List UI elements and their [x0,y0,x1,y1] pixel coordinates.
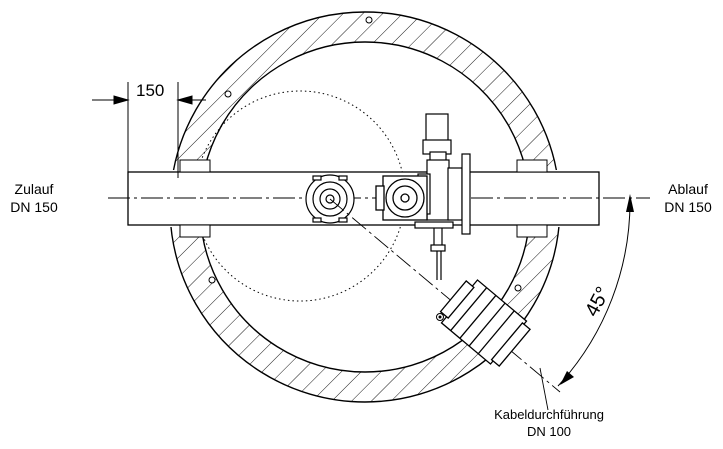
main-pipe [127,171,600,226]
outlet-label-line2: DN 150 [664,199,712,215]
cable-label-line1: Kabeldurchführung [494,407,604,422]
inlet-label-line2: DN 150 [10,199,58,215]
cable-label-line2: DN 100 [526,424,572,439]
manhole-wall-ring [169,11,561,403]
angle-arrow-bottom [560,371,574,385]
cable-label: Kabeldurchführung DN 100 [474,406,624,440]
angle-value: 45° [581,283,615,320]
dimension-150 [92,82,206,178]
outlet-label: Ablauf DN 150 [654,180,722,216]
inlet-label: Zulauf DN 150 [0,180,68,216]
diagonal-center-line [329,198,561,393]
cable-leader-line [539,367,549,411]
valve-actuator [414,113,471,280]
inlet-label-line1: Zulauf [14,181,54,197]
ring-bolt-holes [208,16,522,321]
angle-arrow-top [626,194,634,212]
angle-arc [557,197,631,387]
dimension-value: 150 [136,81,164,100]
cable-sleeve [439,279,531,368]
motor-unit [375,175,428,221]
outlet-label-line1: Ablauf [668,181,708,197]
